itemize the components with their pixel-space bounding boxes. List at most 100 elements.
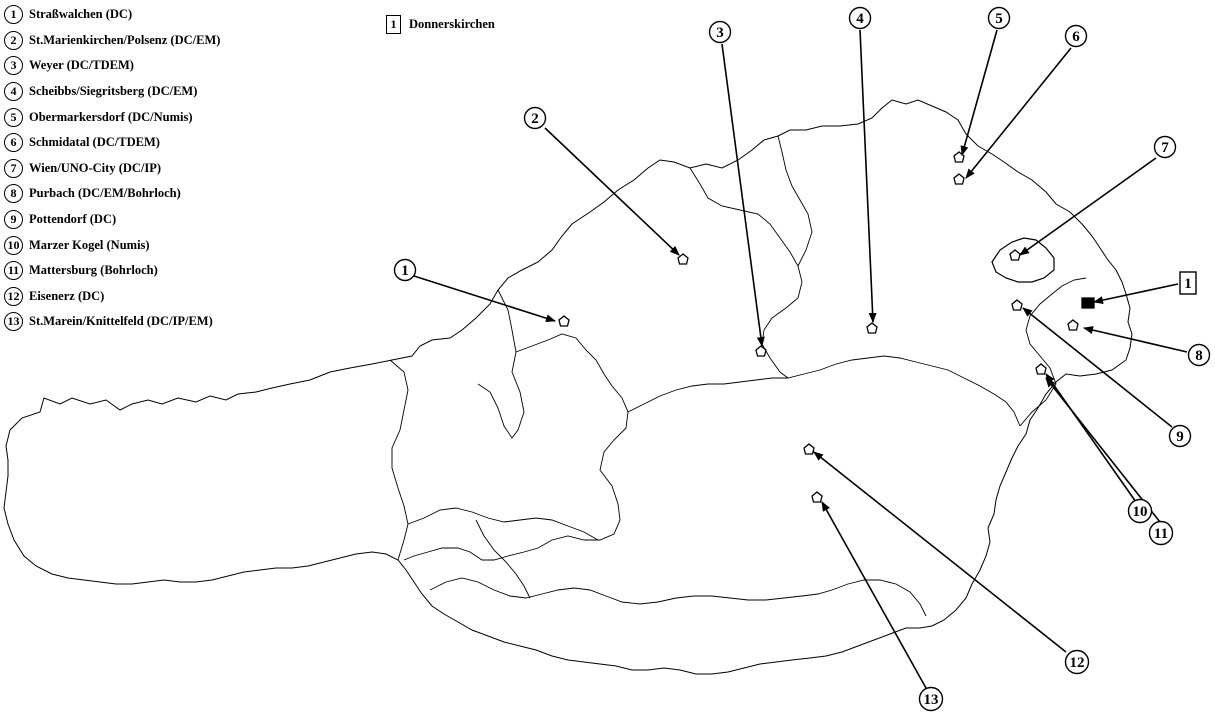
site-marker-1	[558, 315, 570, 327]
callout-12: 12	[1064, 649, 1090, 675]
legend-number: 1	[4, 5, 23, 25]
svg-text:10: 10	[1133, 504, 1148, 520]
arrow-1	[413, 275, 556, 323]
legend-number: 2	[4, 30, 23, 50]
legend-item: 12 Eisenerz (DC)	[4, 284, 220, 310]
legend-label: St.Marein/Knittelfeld (DC/IP/EM)	[29, 314, 213, 329]
legend-item: 11 Mattersburg (Bohrloch)	[4, 258, 220, 284]
callout-11: 11	[1148, 520, 1174, 546]
legend-number: 12	[4, 286, 23, 306]
legend-item: 10 Marzer Kogel (Numis)	[4, 232, 220, 258]
legend-label: Mattersburg (Bohrloch)	[29, 263, 158, 278]
legend-label: Scheibbs/Siegritsberg (DC/EM)	[29, 84, 198, 99]
callout-7: 7	[1153, 135, 1177, 159]
legend-label: Schmidatal (DC/TDEM)	[29, 135, 160, 150]
arrow-7	[1019, 157, 1157, 256]
site-marker-10	[1035, 363, 1047, 375]
site-marker-9	[1011, 299, 1023, 311]
arrow-3	[721, 43, 765, 347]
arrow-12	[813, 451, 1067, 653]
state-border	[1019, 277, 1087, 427]
callout-arrows	[413, 29, 1188, 689]
site-marker-special	[1081, 297, 1095, 309]
legend-number: 4	[4, 82, 23, 102]
state-border	[429, 577, 927, 617]
legend-number: 7	[4, 158, 23, 178]
callout-1: 1	[393, 258, 417, 282]
callout-8: 8	[1187, 343, 1211, 367]
arrow-6	[965, 47, 1072, 179]
legend-item: 1 Straßwalchen (DC)	[4, 2, 220, 28]
state-border	[407, 507, 599, 541]
legend-label: Wien/UNO-City (DC/IP)	[29, 160, 162, 175]
legend-item: 13 St.Marein/Knittelfeld (DC/IP/EM)	[4, 309, 220, 335]
legend-number: 13	[4, 312, 23, 332]
site-marker-8	[1067, 319, 1079, 331]
state-border	[403, 333, 629, 561]
svg-text:11: 11	[1154, 526, 1168, 542]
callout-2: 2	[523, 106, 547, 130]
legend-number: 8	[4, 184, 23, 204]
legend-number: 6	[4, 133, 23, 153]
state-border	[627, 355, 1021, 427]
legend-label: Marzer Kogel (Numis)	[29, 237, 150, 252]
state-border	[777, 135, 813, 267]
svg-text:3: 3	[716, 25, 724, 41]
legend-item: 7 Wien/UNO-City (DC/IP)	[4, 156, 220, 182]
legend-label: Purbach (DC/EM/Bohrloch)	[29, 186, 181, 201]
site-marker-4	[866, 322, 878, 334]
svg-text:7: 7	[1161, 140, 1169, 156]
callout-3: 3	[708, 20, 732, 44]
legend-number: 10	[4, 235, 23, 255]
callout-9: 9	[1168, 424, 1192, 448]
special-site-number: 1	[386, 15, 401, 34]
arrow-10	[1045, 373, 1137, 503]
vienna-outline	[991, 237, 1055, 283]
arrow-4	[859, 29, 877, 323]
arrow-special	[1093, 283, 1179, 305]
site-markers	[558, 151, 1095, 503]
svg-text:2: 2	[531, 111, 539, 127]
svg-text:12: 12	[1070, 655, 1085, 671]
special-site-label: Donnerskirchen	[409, 17, 495, 31]
state-border	[389, 359, 409, 561]
legend-label: Weyer (DC/TDEM)	[29, 58, 134, 73]
site-marker-2	[677, 253, 689, 265]
legend-item: 8 Purbach (DC/EM/Bohrloch)	[4, 181, 220, 207]
state-border	[689, 167, 803, 379]
callout-6: 6	[1064, 24, 1088, 48]
site-marker-13	[811, 491, 823, 503]
callout-13: 13	[918, 686, 944, 712]
legend-label: Pottendorf (DC)	[29, 212, 117, 227]
svg-text:1: 1	[401, 263, 409, 279]
legend-item: 3 Weyer (DC/TDEM)	[4, 53, 220, 79]
legend-label: Straßwalchen (DC)	[29, 7, 133, 22]
legend-number: 11	[4, 261, 23, 281]
country-outline	[3, 99, 1133, 675]
site-marker-7	[1009, 249, 1021, 261]
state-border	[477, 289, 525, 439]
arrow-13	[821, 501, 927, 689]
legend-item: 6 Schmidatal (DC/TDEM)	[4, 130, 220, 156]
site-marker-5	[953, 151, 965, 163]
legend-item: 4 Scheibbs/Siegritsberg (DC/EM)	[4, 79, 220, 105]
svg-text:1: 1	[1184, 276, 1192, 292]
legend-number: 3	[4, 56, 23, 76]
state-border	[475, 519, 531, 599]
svg-text:9: 9	[1176, 429, 1184, 445]
svg-text:8: 8	[1195, 348, 1203, 364]
svg-text:13: 13	[924, 692, 939, 708]
svg-text:4: 4	[856, 11, 864, 27]
arrow-2	[544, 127, 680, 256]
svg-text:5: 5	[995, 11, 1003, 27]
callout-4: 4	[848, 6, 872, 30]
arrow-9	[1022, 307, 1173, 428]
legend-label: Obermarkersdorf (DC/Numis)	[29, 109, 193, 124]
svg-text:6: 6	[1072, 29, 1080, 45]
legend-label: Eisenerz (DC)	[29, 288, 105, 303]
special-site-legend: 1 Donnerskirchen	[386, 15, 495, 34]
